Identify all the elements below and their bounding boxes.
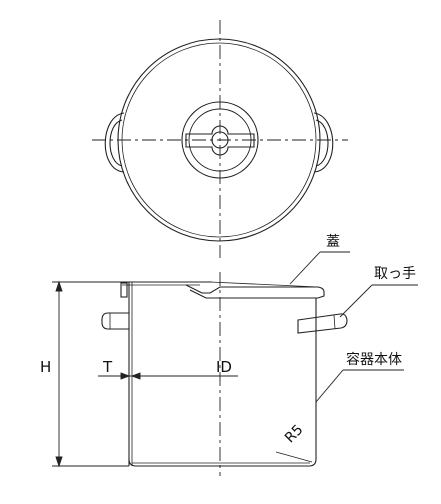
- lid-label: 蓋: [326, 234, 340, 250]
- lid-profile: [185, 284, 325, 299]
- rim-bracket: [120, 282, 128, 298]
- handle-leader-diagonal: [339, 284, 373, 318]
- dimensions: [52, 280, 313, 468]
- inner-diameter-label: ID: [216, 358, 232, 376]
- h-arrow-top: [55, 280, 63, 292]
- side-right-handle-groove: [333, 314, 336, 330]
- lid-leader-diagonal: [289, 251, 321, 285]
- body-right-wall: [128, 298, 317, 467]
- top-left-handle-inner: [109, 119, 123, 167]
- side-right-handle: [297, 313, 348, 334]
- side-left-handle: [101, 312, 129, 330]
- side-view: [101, 272, 348, 476]
- body-label: 容器本体: [346, 352, 402, 368]
- top-view: [92, 20, 348, 258]
- r5-leader: [275, 451, 313, 463]
- knob-grip: [185, 125, 255, 156]
- handle-label: 取っ手: [374, 266, 416, 282]
- lid-top-edge: [209, 281, 319, 288]
- h-arrow-bottom: [55, 456, 63, 468]
- top-left-handle: [104, 112, 125, 173]
- t-arrow: [120, 372, 131, 380]
- height-label: H: [40, 358, 52, 376]
- thickness-label: T: [103, 358, 113, 376]
- top-right-handle-inner: [315, 119, 329, 167]
- body-leader-diagonal: [315, 369, 344, 403]
- top-right-handle: [313, 112, 334, 173]
- id-arrow: [130, 372, 141, 380]
- label-leaders: [289, 251, 418, 403]
